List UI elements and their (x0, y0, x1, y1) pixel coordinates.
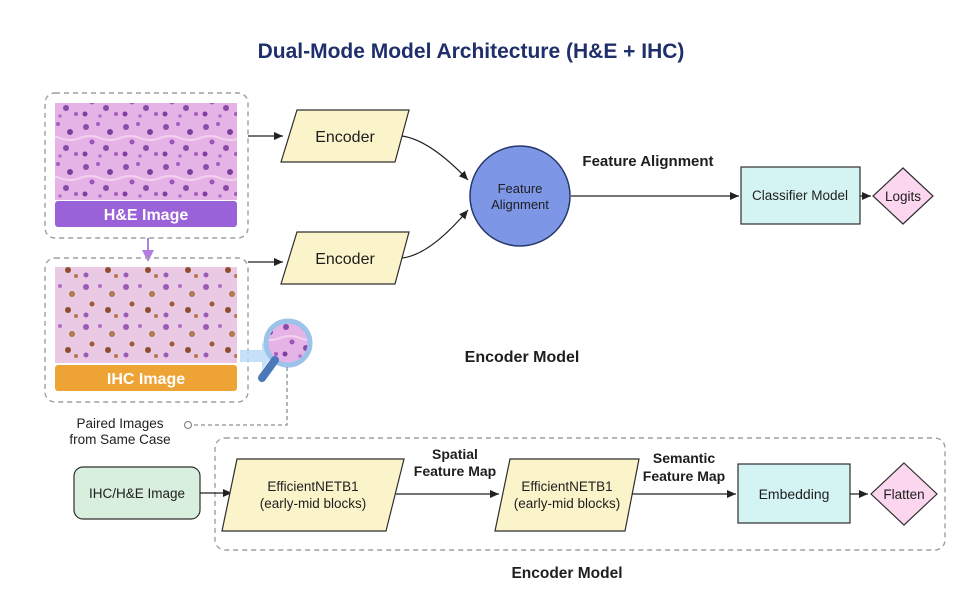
spatial-feature-map-line1: Spatial (432, 446, 478, 462)
encoder-model-caption-top: Encoder Model (465, 349, 580, 366)
magnifier-icon (240, 318, 313, 382)
efficientnet-block-1-line1: EfficientNETB1 (267, 479, 358, 494)
encoder-1-to-alignment-arrow (401, 135, 469, 181)
input-image-label: IHC/H&E Image (89, 486, 185, 501)
ihc-image-label: IHC Image (107, 371, 185, 388)
spatial-feature-map-line2: Feature Map (414, 463, 496, 479)
paired-images-line2: from Same Case (69, 432, 170, 447)
encoder-1-shape (280, 109, 410, 163)
semantic-feature-map-line1: Semantic (653, 450, 715, 466)
feature-alignment-node-line1: Feature (498, 181, 543, 196)
embedding-box (737, 463, 851, 524)
page-title: Dual-Mode Model Architecture (H&E + IHC) (258, 40, 685, 63)
logits-label: Logits (885, 189, 921, 204)
semantic-feature-map-line2: Feature Map (643, 468, 725, 484)
ihc-image (55, 267, 237, 363)
flatten-diamond (870, 462, 938, 526)
efficientnet-block-2-line2: (early-mid blocks) (514, 496, 621, 511)
encoder-2-shape (280, 231, 410, 285)
paired-connector (192, 367, 288, 426)
feature-alignment-node (469, 145, 571, 247)
encoder-1-label: Encoder (315, 129, 375, 146)
feature-alignment-node-line2: Alignment (491, 197, 549, 212)
encoder-model-caption-bottom: Encoder Model (511, 565, 622, 582)
encoder-model-frame (214, 437, 946, 551)
efficientnet-block-2-shape (494, 458, 640, 532)
efficientnet-block-2-line1: EfficientNETB1 (521, 479, 612, 494)
he-image-label-bar (55, 201, 237, 227)
classifier-model-label: Classifier Model (752, 188, 848, 203)
he-image-label: H&E Image (104, 207, 189, 224)
embedding-label: Embedding (759, 486, 830, 502)
ihc-image-frame (44, 257, 249, 403)
ihc-image-label-bar (55, 365, 237, 391)
encoder-2-to-alignment-arrow (401, 209, 469, 259)
efficientnet-block-1-shape (221, 458, 405, 532)
paired-connector-dot (183, 420, 193, 430)
flatten-label: Flatten (883, 487, 924, 502)
he-image-frame (44, 92, 249, 239)
classifier-model-box (740, 166, 861, 225)
logits-diamond (872, 167, 934, 225)
encoder-2-label: Encoder (315, 251, 375, 268)
he-image (55, 103, 237, 200)
paired-images-line1: Paired Images (76, 416, 163, 431)
efficientnet-block-1-line2: (early-mid blocks) (260, 496, 367, 511)
feature-alignment-caption: Feature Alignment (582, 153, 713, 170)
